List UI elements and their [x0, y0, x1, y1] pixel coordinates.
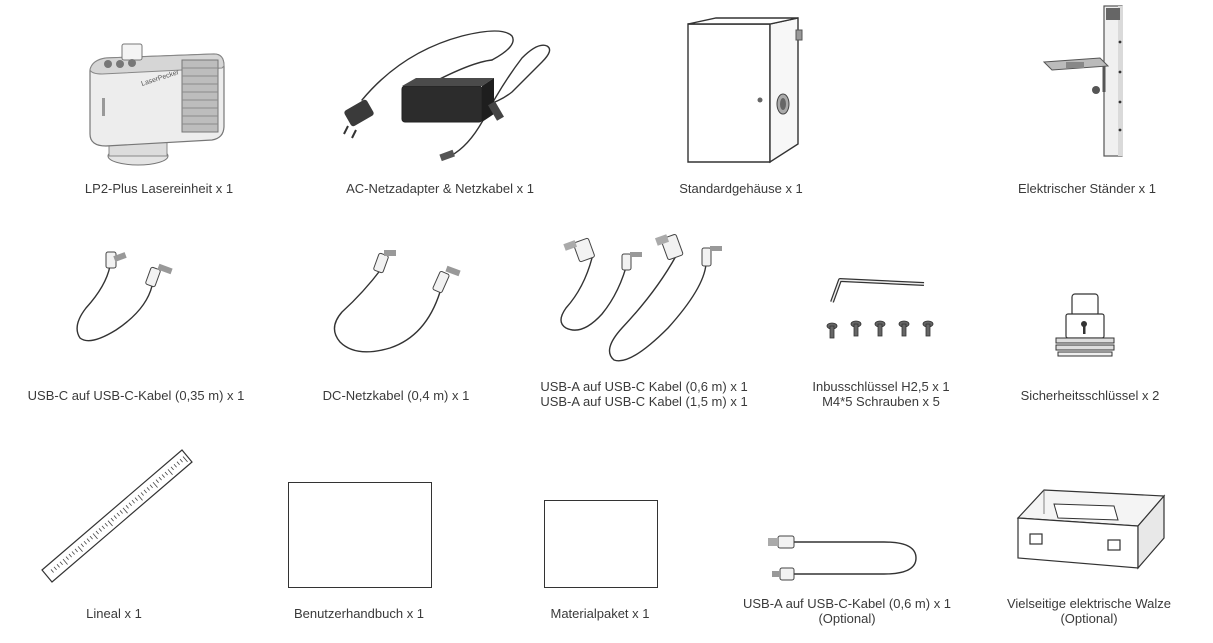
caption-line: USB-C auf USB-C-Kabel (0,35 m) x 1 — [27, 388, 245, 403]
caption-line: Lineal x 1 — [86, 606, 142, 621]
caption-ac-adapter: AC-Netzadapter & Netzkabel x 1 — [346, 181, 534, 196]
electric-roller-illustration — [1014, 486, 1166, 572]
usb-c-cable-illustration — [66, 250, 190, 346]
caption-line: LP2-Plus Lasereinheit x 1 — [84, 181, 234, 196]
safety-key-illustration — [1054, 290, 1118, 360]
caption-line-2: USB-A auf USB-C Kabel (1,5 m) x 1 — [540, 394, 748, 409]
usb-a-cables-illustration — [556, 232, 730, 364]
caption-line: Vielseitige elektrische Walze — [1006, 596, 1172, 611]
caption-line: DC-Netzkabel (0,4 m) x 1 — [322, 388, 470, 403]
caption-dc-cable: DC-Netzkabel (0,4 m) x 1 — [323, 388, 470, 403]
caption-usb-a-cables: USB-A auf USB-C Kabel (0,6 m) x 1 USB-A … — [540, 379, 747, 409]
material-package-sheet — [544, 500, 658, 588]
caption-material-package: Materialpaket x 1 — [551, 606, 650, 621]
caption-line: Standardgehäuse x 1 — [679, 181, 803, 196]
hex-key-screws-illustration — [820, 276, 948, 348]
dc-cable-illustration — [330, 248, 470, 360]
caption-user-manual: Benutzerhandbuch x 1 — [294, 606, 424, 621]
laser-unit-illustration: LaserPecker — [78, 38, 228, 170]
caption-line: AC-Netzadapter & Netzkabel x 1 — [346, 181, 534, 196]
caption-line-2: (Optional) — [1060, 611, 1118, 626]
caption-enclosure: Standardgehäuse x 1 — [679, 181, 803, 196]
caption-hex-key: Inbusschlüssel H2,5 x 1 M4*5 Schrauben x… — [812, 379, 949, 409]
material-package-illustration — [544, 500, 658, 588]
caption-line-2: M4*5 Schrauben x 5 — [822, 394, 940, 409]
enclosure-illustration — [686, 16, 812, 164]
caption-line: Materialpaket x 1 — [550, 606, 650, 621]
caption-line: Elektrischer Ständer x 1 — [1017, 181, 1157, 196]
caption-usb-c-cable: USB-C auf USB-C-Kabel (0,35 m) x 1 — [28, 388, 245, 403]
caption-line-2: (Optional) — [818, 611, 876, 626]
caption-laser-unit: LP2-Plus Lasereinheit x 1 — [85, 181, 233, 196]
caption-optional-cable: USB-A auf USB-C-Kabel (0,6 m) x 1 (Optio… — [743, 596, 951, 626]
caption-line: Benutzerhandbuch x 1 — [293, 606, 425, 621]
caption-line: USB-A auf USB-C-Kabel (0,6 m) x 1 — [742, 596, 952, 611]
caption-ruler: Lineal x 1 — [86, 606, 142, 621]
caption-safety-key: Sicherheitsschlüssel x 2 — [1021, 388, 1160, 403]
user-manual-illustration — [288, 482, 432, 588]
caption-line: Sicherheitsschlüssel x 2 — [1020, 388, 1160, 403]
optional-usb-a-cable-illustration — [764, 532, 924, 582]
ruler-illustration — [40, 448, 196, 588]
caption-electric-stand: Elektrischer Ständer x 1 — [1018, 181, 1156, 196]
caption-line: USB-A auf USB-C Kabel (0,6 m) x 1 — [540, 379, 748, 394]
ac-adapter-illustration — [342, 22, 562, 170]
caption-electric-roller: Vielseitige elektrische Walze (Optional) — [1007, 596, 1171, 626]
electric-stand-illustration — [1036, 2, 1146, 162]
caption-line: Inbusschlüssel H2,5 x 1 — [812, 379, 950, 394]
user-manual-sheet — [288, 482, 432, 588]
